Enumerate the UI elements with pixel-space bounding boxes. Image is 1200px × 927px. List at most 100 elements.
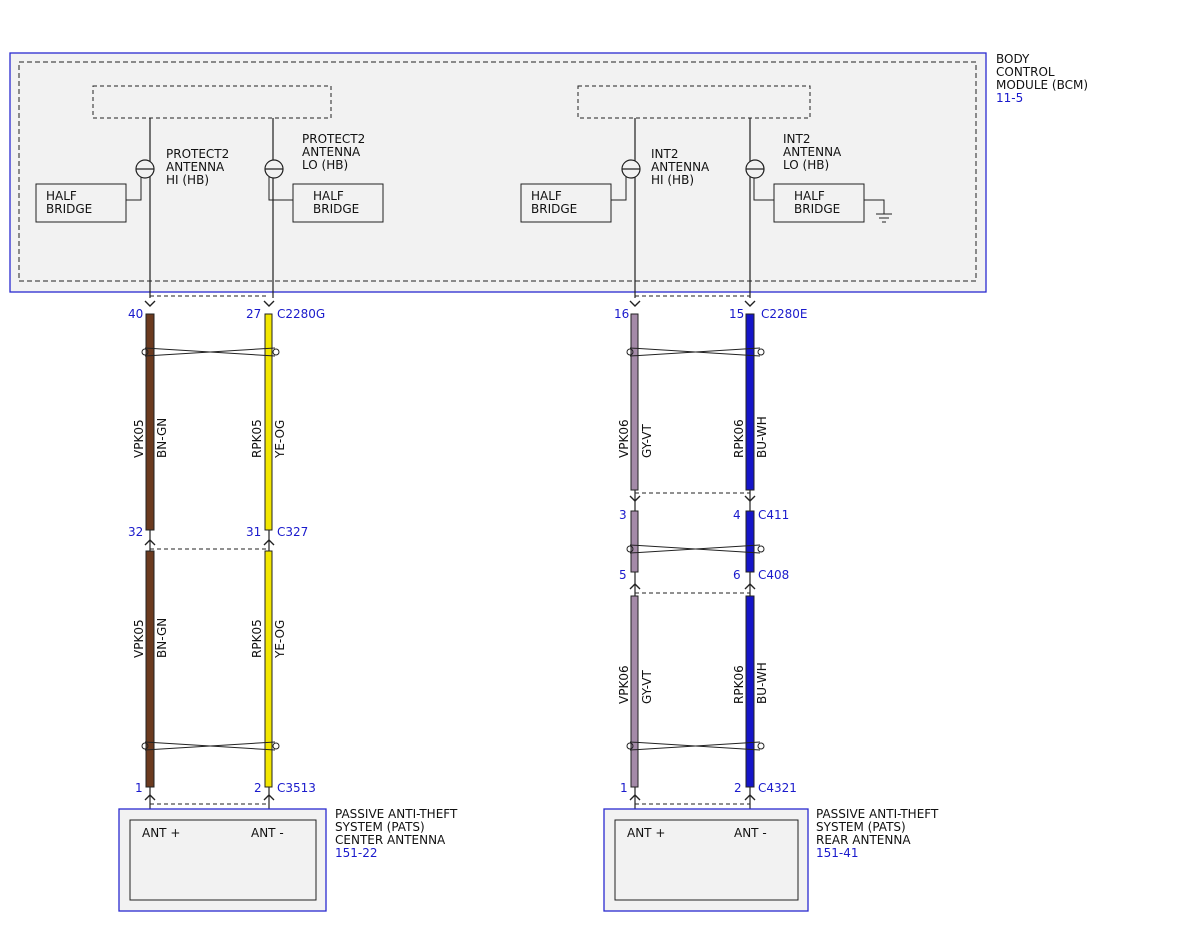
- pin-number: 32: [128, 525, 143, 539]
- twist-marker-3: [626, 347, 765, 357]
- wire-color-label: GY-VT: [640, 670, 654, 704]
- component-title-line: SYSTEM (PATS): [335, 820, 425, 834]
- twist-marker-4: [626, 544, 765, 554]
- pin-number: 2: [254, 781, 262, 795]
- pin-number: 15: [729, 307, 744, 321]
- circuit-label-4: INT2 ANTENNA LO (HB): [783, 132, 842, 172]
- circuit-2-line-3: LO (HB): [302, 158, 348, 172]
- antenna-icon: [621, 159, 641, 179]
- pin-number: 27: [246, 307, 261, 321]
- component-title-line: PASSIVE ANTI-THEFT: [816, 807, 939, 821]
- half-bridge-3-line-1: HALF: [531, 189, 562, 203]
- pin-chevrons: [144, 300, 756, 801]
- pin-number: 5: [619, 568, 627, 582]
- half-bridge-3: HALF BRIDGE: [520, 183, 612, 223]
- component-ref: 151-41: [816, 846, 859, 860]
- pin-number: 2: [734, 781, 742, 795]
- pin-number: 16: [614, 307, 629, 321]
- pin-number: 4: [733, 508, 741, 522]
- pin-number: 6: [733, 568, 741, 582]
- component-pin-label: ANT +: [142, 826, 180, 840]
- half-bridge-1: HALF BRIDGE: [35, 183, 127, 223]
- connector-name: C3513: [277, 781, 316, 795]
- circuit-1-line-3: HI (HB): [166, 173, 209, 187]
- wire-rpk06-lower: [745, 595, 755, 788]
- bcm-internal-box-right: [577, 85, 811, 119]
- circuit-label-3: INT2 ANTENNA HI (HB): [651, 147, 710, 187]
- wire-vpk05-lower: [145, 550, 155, 788]
- half-bridge-1-line-2: BRIDGE: [46, 202, 92, 216]
- bcm-title-line-2: CONTROL: [996, 65, 1055, 79]
- component-ref: 151-22: [335, 846, 378, 860]
- circuit-1-line-1: PROTECT2: [166, 147, 229, 161]
- half-bridge-4-line-2: BRIDGE: [794, 202, 840, 216]
- pin-number: 3: [619, 508, 627, 522]
- wire-vpk06-lower: [630, 595, 639, 788]
- wire-circuit-label: VPK06: [617, 419, 631, 458]
- wire-circuit-label: RPK05: [250, 419, 264, 458]
- half-bridge-2: HALF BRIDGE: [292, 183, 384, 223]
- half-bridge-2-line-2: BRIDGE: [313, 202, 359, 216]
- component-pin-label: ANT -: [251, 826, 284, 840]
- connector-links: [150, 295, 750, 805]
- bcm-internal-box-left: [92, 85, 332, 119]
- pin-leads: [149, 490, 751, 822]
- bcm-module-outline: [9, 52, 987, 293]
- wire-color-label: BN-GN: [155, 618, 169, 658]
- circuit-1-line-2: ANTENNA: [166, 160, 225, 174]
- internal-connections: [126, 176, 892, 223]
- half-bridge-4-line-1: HALF: [794, 189, 825, 203]
- half-bridge-2-line-1: HALF: [313, 189, 344, 203]
- wire-circuit-label: VPK06: [617, 665, 631, 704]
- wire-color-label: YE-OG: [273, 420, 287, 459]
- component-title-line: CENTER ANTENNA: [335, 833, 446, 847]
- pats-center-antenna: ANT + ANT -: [118, 808, 327, 912]
- wire-rpk05-lower: [264, 550, 273, 788]
- bcm-inner-dashed: [18, 61, 977, 282]
- wire-rpk06-upper: [745, 313, 755, 491]
- circuit-3-line-3: HI (HB): [651, 173, 694, 187]
- wire-color-label: BU-WH: [755, 416, 769, 458]
- half-bridge-3-line-2: BRIDGE: [531, 202, 577, 216]
- pin-number: 31: [246, 525, 261, 539]
- half-bridge-4: HALF BRIDGE: [773, 183, 865, 223]
- connector-name: C2280G: [277, 307, 325, 321]
- wire-circuit-label: RPK05: [250, 619, 264, 658]
- circuit-3-line-2: ANTENNA: [651, 160, 710, 174]
- wire-vpk06-mid: [630, 510, 639, 573]
- module-circuit-lines: [149, 118, 751, 298]
- circuit-label-1: PROTECT2 ANTENNA HI (HB): [166, 147, 229, 187]
- wire-vpk05-upper: [145, 313, 155, 531]
- twisted-pair-markers: [141, 347, 765, 751]
- wire-circuit-label: RPK06: [732, 665, 746, 704]
- wire-color-label: YE-OG: [273, 620, 287, 659]
- circuit-2-line-1: PROTECT2: [302, 132, 365, 146]
- circuit-label-2: PROTECT2 ANTENNA LO (HB): [302, 132, 365, 172]
- twist-marker-5: [626, 741, 765, 751]
- antenna-icon: [135, 159, 155, 179]
- circuit-4-line-3: LO (HB): [783, 158, 829, 172]
- component-title-line: PASSIVE ANTI-THEFT: [335, 807, 458, 821]
- component-pin-label: ANT +: [627, 826, 665, 840]
- circuit-2-line-2: ANTENNA: [302, 145, 361, 159]
- pin-number: 1: [620, 781, 628, 795]
- bcm-ref: 11-5: [996, 91, 1023, 105]
- bcm-title-line-1: BODY: [996, 52, 1030, 66]
- component-title-line: SYSTEM (PATS): [816, 820, 906, 834]
- pats-rear-antenna: ANT + ANT -: [603, 808, 809, 912]
- wire-color-label: GY-VT: [640, 424, 654, 458]
- connector-name: C2280E: [761, 307, 808, 321]
- twist-marker-1: [141, 347, 280, 357]
- wire-rpk05-upper: [264, 313, 273, 531]
- circuit-3-line-1: INT2: [651, 147, 678, 161]
- connector-name: C327: [277, 525, 308, 539]
- wire-color-label: BU-WH: [755, 662, 769, 704]
- connector-name: C4321: [758, 781, 797, 795]
- wire-color-label: BN-GN: [155, 418, 169, 458]
- pin-number: 40: [128, 307, 143, 321]
- wire-vpk06-upper: [630, 313, 639, 491]
- antenna-icon: [264, 159, 284, 179]
- wire-circuit-label: VPK05: [132, 419, 146, 458]
- antenna-icon: [745, 159, 765, 179]
